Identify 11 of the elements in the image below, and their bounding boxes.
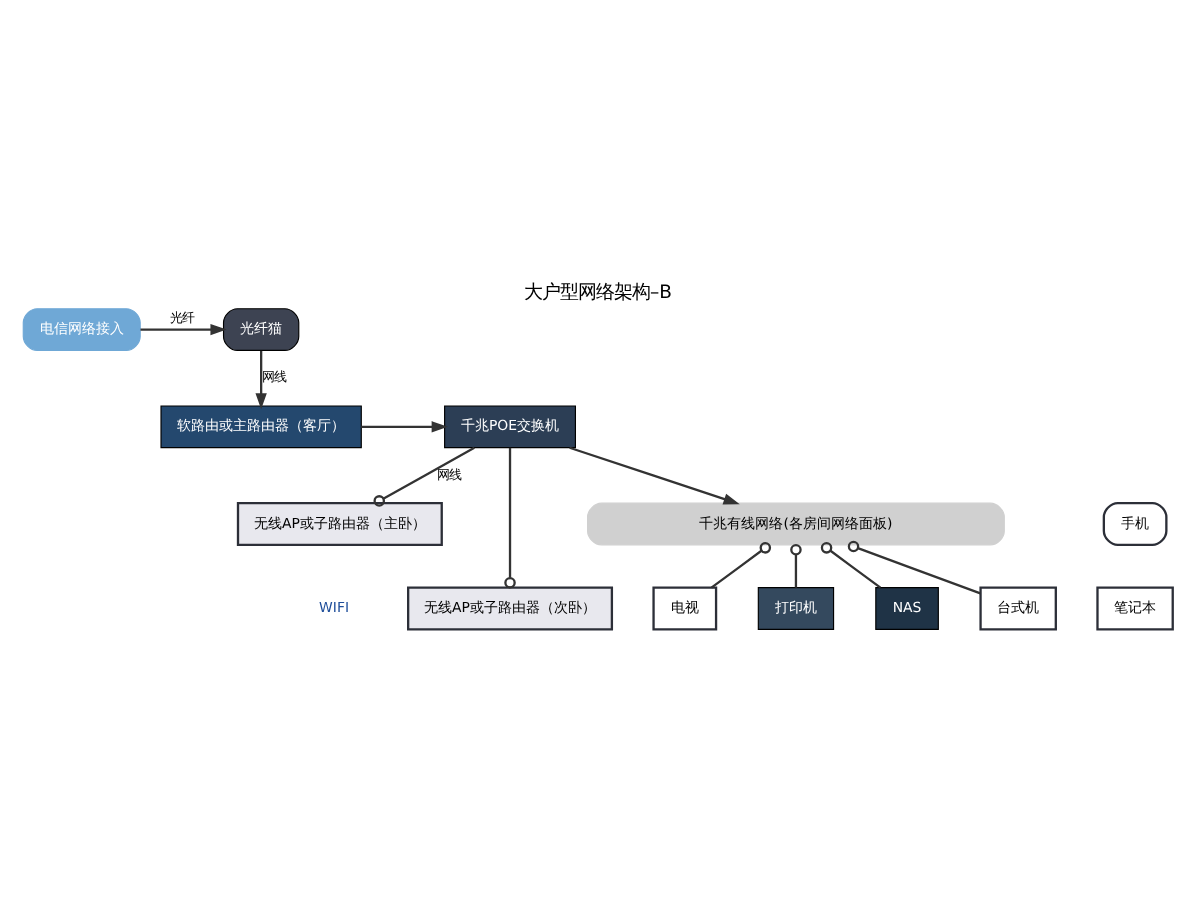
- arrow: [569, 446, 740, 505]
- connector: [710, 542, 772, 589]
- connector: [820, 542, 882, 589]
- arrow: [361, 421, 448, 433]
- connector: [847, 540, 981, 595]
- connector: [504, 447, 516, 589]
- connector: [373, 446, 475, 507]
- diagram-title: 大户型网络架构–B: [524, 282, 672, 305]
- connector: [790, 543, 802, 588]
- arrow: [255, 350, 267, 410]
- arrow: [140, 323, 227, 336]
